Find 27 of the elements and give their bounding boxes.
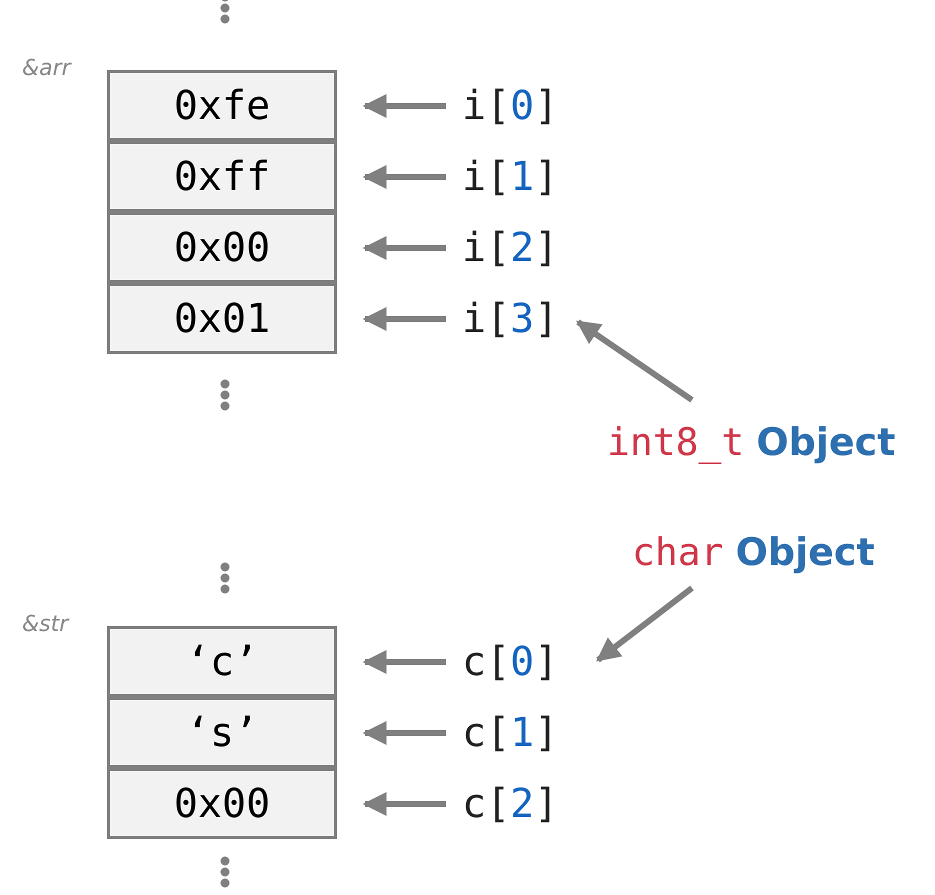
arrow	[362, 236, 446, 260]
arrow	[362, 94, 446, 118]
arrow	[362, 721, 446, 745]
arrow	[596, 586, 694, 662]
memory-cell: 0xfe	[107, 70, 337, 141]
memory-cell: 0x00	[107, 212, 337, 283]
array-element-label: i[2]	[462, 218, 558, 278]
memory-cell: 0xff	[107, 141, 337, 212]
arrow	[362, 650, 446, 674]
array-element-label: c[2]	[462, 774, 558, 834]
address-label: &str	[22, 612, 68, 637]
address-label: &arr	[22, 56, 71, 81]
memory-cell: ‘s’	[107, 697, 337, 768]
arrow	[362, 792, 446, 816]
array-element-label: c[0]	[462, 632, 558, 692]
object-type-label: int8_t Object	[607, 414, 896, 470]
array-element-label: i[3]	[462, 289, 558, 349]
arrow	[576, 320, 694, 402]
memory-cell: 0x01	[107, 283, 337, 354]
arrow	[362, 165, 446, 189]
memory-cell: 0x00	[107, 768, 337, 839]
arrow	[362, 307, 446, 331]
object-type-label: char Object	[632, 524, 875, 580]
array-element-label: i[1]	[462, 147, 558, 207]
array-element-label: c[1]	[462, 703, 558, 763]
array-element-label: i[0]	[462, 76, 558, 136]
memory-cell: ‘c’	[107, 626, 337, 697]
